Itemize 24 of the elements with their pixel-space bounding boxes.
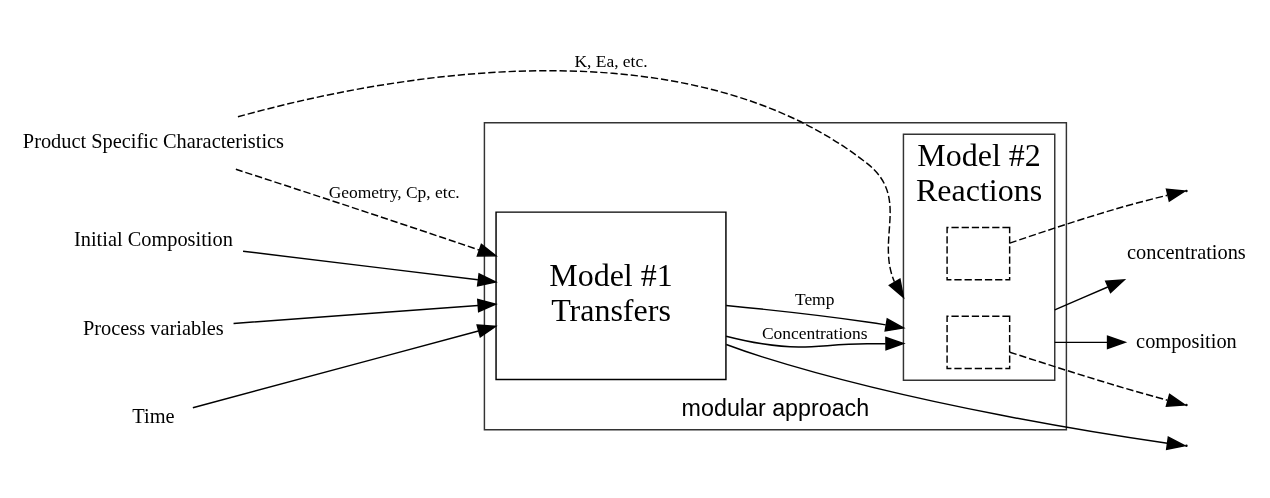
arrow — [1009, 350, 1187, 407]
arrow — [725, 343, 1187, 450]
arrow — [1054, 334, 1128, 349]
arrow — [237, 69, 905, 299]
node-box — [946, 314, 1011, 369]
node-text: concentrations — [1127, 240, 1246, 263]
edge-label: K, Ea, etc. — [574, 50, 648, 71]
node-text: Time — [132, 404, 175, 427]
node-box — [946, 226, 1011, 280]
arrow — [725, 304, 906, 332]
arrow — [242, 250, 498, 287]
edge-label: Geometry, Cp, etc. — [328, 181, 460, 202]
node-text: Process variables — [83, 316, 224, 339]
node-text: Initial Composition — [73, 227, 233, 250]
edge-label: Concentrations — [761, 322, 868, 343]
arrow — [725, 335, 906, 351]
cluster: Model #2 Reactions — [902, 133, 1056, 381]
node-text: composition — [1136, 329, 1237, 352]
arrow — [232, 297, 498, 324]
node-box: Model #1 Transfers — [495, 210, 727, 380]
node-text: Product Specific Characteristics — [22, 129, 285, 152]
arrow — [192, 323, 498, 409]
arrow — [235, 168, 498, 257]
edge-label: Temp — [794, 288, 835, 309]
